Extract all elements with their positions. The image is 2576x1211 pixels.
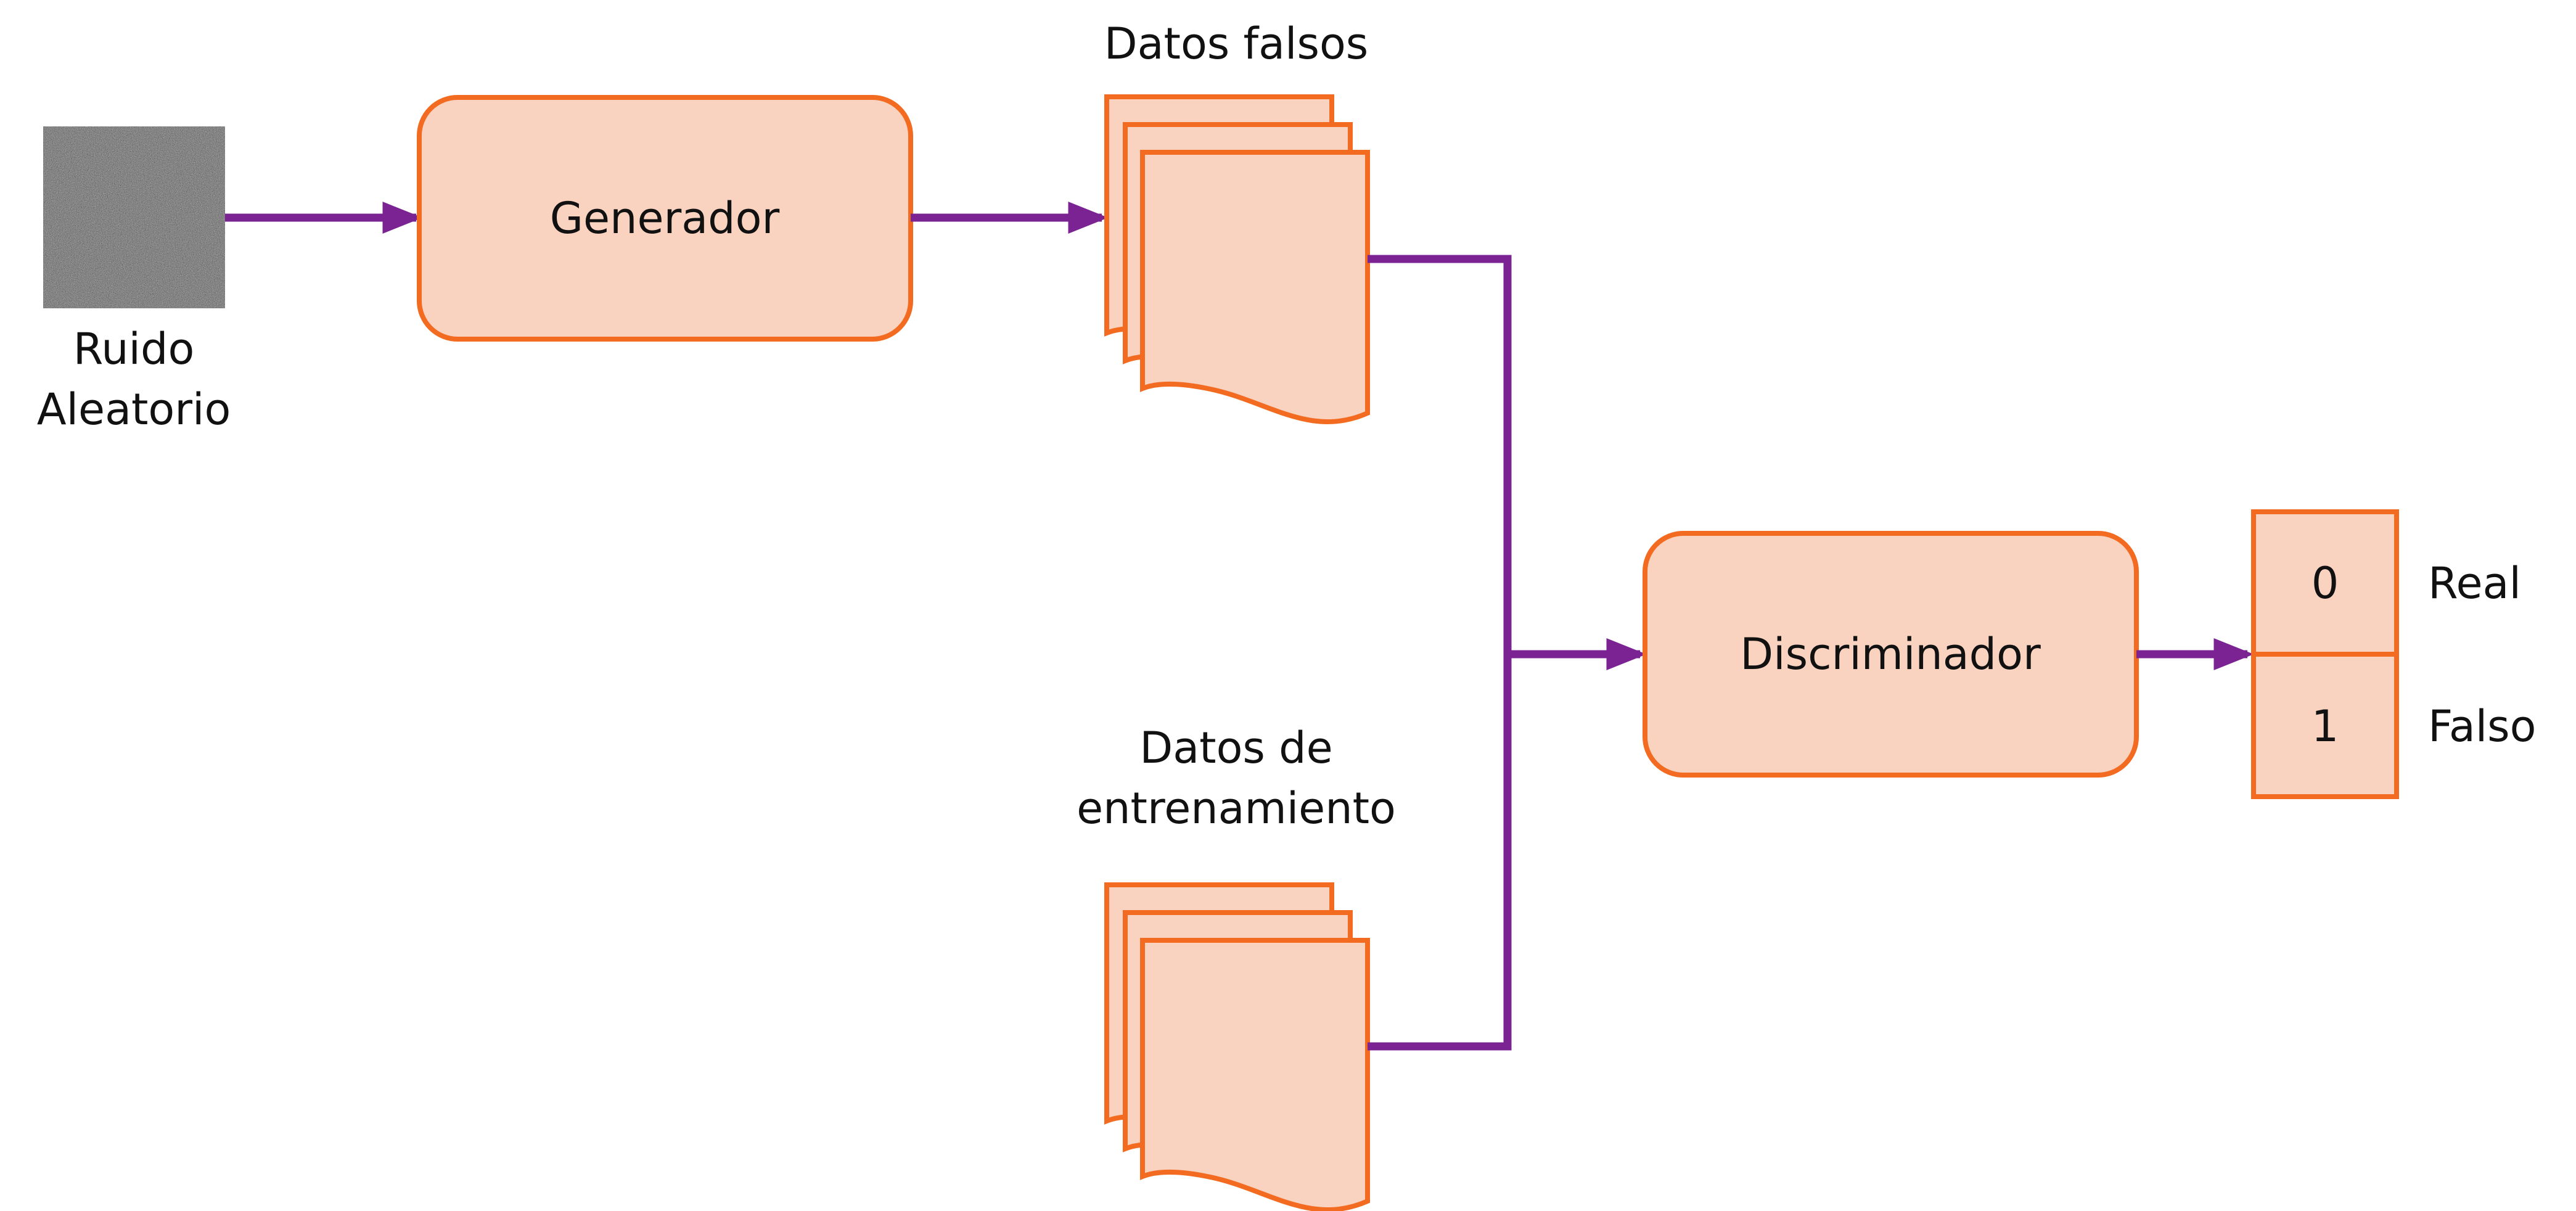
noise-label-line2: Aleatorio xyxy=(37,384,231,435)
output-value-1: 1 xyxy=(2311,701,2339,752)
noise-label-line1: Ruido xyxy=(73,324,195,374)
output-label-fake: Falso xyxy=(2428,701,2536,752)
data-merge-connector xyxy=(1368,255,1512,1051)
output-table xyxy=(2251,509,2399,799)
output-label-real: Real xyxy=(2428,558,2521,609)
training-data-document-stack-icon xyxy=(1104,882,1370,1211)
fake-data-document-stack-icon xyxy=(1104,94,1370,424)
noise-image xyxy=(43,126,225,308)
training-data-label-line1: Datos de xyxy=(1139,723,1332,773)
training-data-label-line2: entrenamiento xyxy=(1077,783,1396,834)
generator-label: Generador xyxy=(550,193,780,244)
output-value-0: 0 xyxy=(2311,558,2339,609)
discriminator-label: Discriminador xyxy=(1740,629,2041,679)
fake-data-label: Datos falsos xyxy=(1104,18,1369,69)
